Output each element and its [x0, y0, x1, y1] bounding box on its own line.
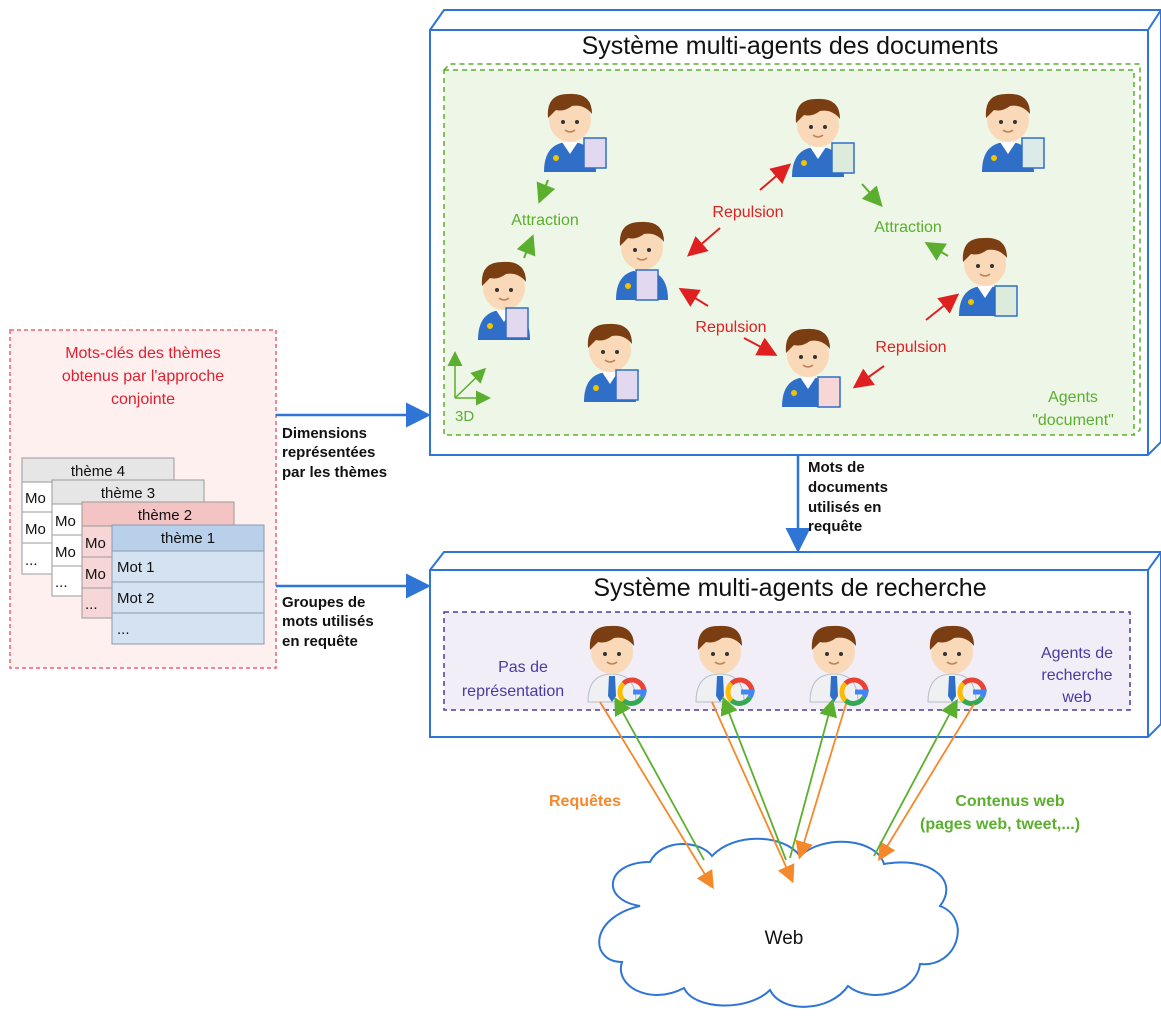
theme-row: ... [55, 574, 68, 591]
theme-row: Mo [55, 513, 76, 530]
keywords-panel-title: Mots-clés des thèmes [65, 345, 221, 362]
agents-document-label: "document" [1032, 412, 1114, 429]
3d-axes-icon [447, 351, 491, 406]
document-words-label: requête [808, 518, 862, 535]
theme-header: thème 1 [161, 530, 215, 547]
groups-label: mots utilisés [282, 613, 374, 630]
theme-row: Mot 2 [117, 590, 155, 607]
repulsion-label: Repulsion [875, 339, 946, 356]
search-system-title: Système multi-agents de recherche [593, 574, 986, 602]
web-content-label: (pages web, tweet,...) [920, 816, 1080, 833]
document-words-label: Mots de [808, 459, 865, 476]
repulsion-arrow [925, 293, 960, 321]
theme-row: Mo [85, 535, 106, 552]
agents-document-label: Agents [1048, 389, 1098, 406]
content-arrow [873, 698, 958, 857]
document-words-label: documents [808, 479, 888, 496]
groups-label: Groupes de [282, 594, 365, 611]
web-cloud [598, 837, 959, 1008]
repulsion-label: Repulsion [695, 319, 766, 336]
attraction-arrow [516, 234, 536, 259]
request-arrow [711, 701, 795, 884]
web-label: Web [765, 928, 804, 949]
attraction-label: Attraction [874, 219, 942, 236]
requests-label: Requêtes [549, 793, 621, 810]
content-arrow [614, 696, 705, 861]
document-words-label: utilisés en [808, 499, 881, 516]
repulsion-arrow [678, 287, 709, 307]
dimensions-label: représentées [282, 444, 375, 461]
request-arrow [795, 703, 847, 860]
theme-header: thème 2 [138, 507, 192, 524]
attraction-arrow [536, 179, 556, 204]
document-system-title: Système multi-agents des documents [582, 32, 999, 60]
repulsion-arrow [743, 337, 778, 356]
theme-header: thème 4 [71, 463, 125, 480]
search-agents-label: web [1061, 689, 1091, 706]
theme-row: Mo [25, 490, 46, 507]
search-agents-label: recherche [1041, 667, 1112, 684]
web-content-label: Contenus web [955, 793, 1065, 810]
theme-row: Mo [55, 544, 76, 561]
theme-row: ... [117, 621, 130, 638]
keywords-panel-title: conjointe [111, 391, 175, 408]
search-agents-label: Agents de [1041, 645, 1113, 662]
theme-row: ... [85, 596, 98, 613]
request-arrow [599, 701, 714, 890]
document-agent [615, 221, 669, 301]
groups-label: en requête [282, 633, 358, 650]
theme-header: thème 3 [101, 485, 155, 502]
document-agent [543, 93, 607, 173]
theme-row: Mot 1 [117, 559, 155, 576]
document-agent [791, 98, 855, 178]
attraction-arrow [861, 183, 883, 207]
document-agent [981, 93, 1045, 173]
dimensions-label: par les thèmes [282, 464, 387, 481]
attraction-arrow [924, 241, 949, 261]
request-arrow [878, 703, 975, 862]
document-agent [583, 323, 639, 403]
repulsion-arrow [759, 163, 792, 191]
repulsion-arrow [686, 227, 721, 257]
content-arrow [720, 696, 787, 861]
document-agent [781, 328, 841, 408]
dimensions-label: Dimensions [282, 425, 367, 442]
theme-table [111, 524, 265, 645]
document-agent [958, 237, 1018, 317]
no-representation-label: Pas de [498, 659, 548, 676]
content-arrow [789, 698, 837, 859]
theme-row: ... [25, 552, 38, 569]
document-agent [477, 261, 531, 341]
theme-row: Mo [85, 566, 106, 583]
no-representation-label: représentation [462, 683, 564, 700]
3d-label: 3D [455, 408, 474, 425]
attraction-label: Attraction [511, 212, 579, 229]
repulsion-arrow [852, 365, 885, 389]
theme-row: Mo [25, 521, 46, 538]
keywords-panel-title: obtenus par l'approche [62, 368, 224, 385]
repulsion-label: Repulsion [712, 204, 783, 221]
